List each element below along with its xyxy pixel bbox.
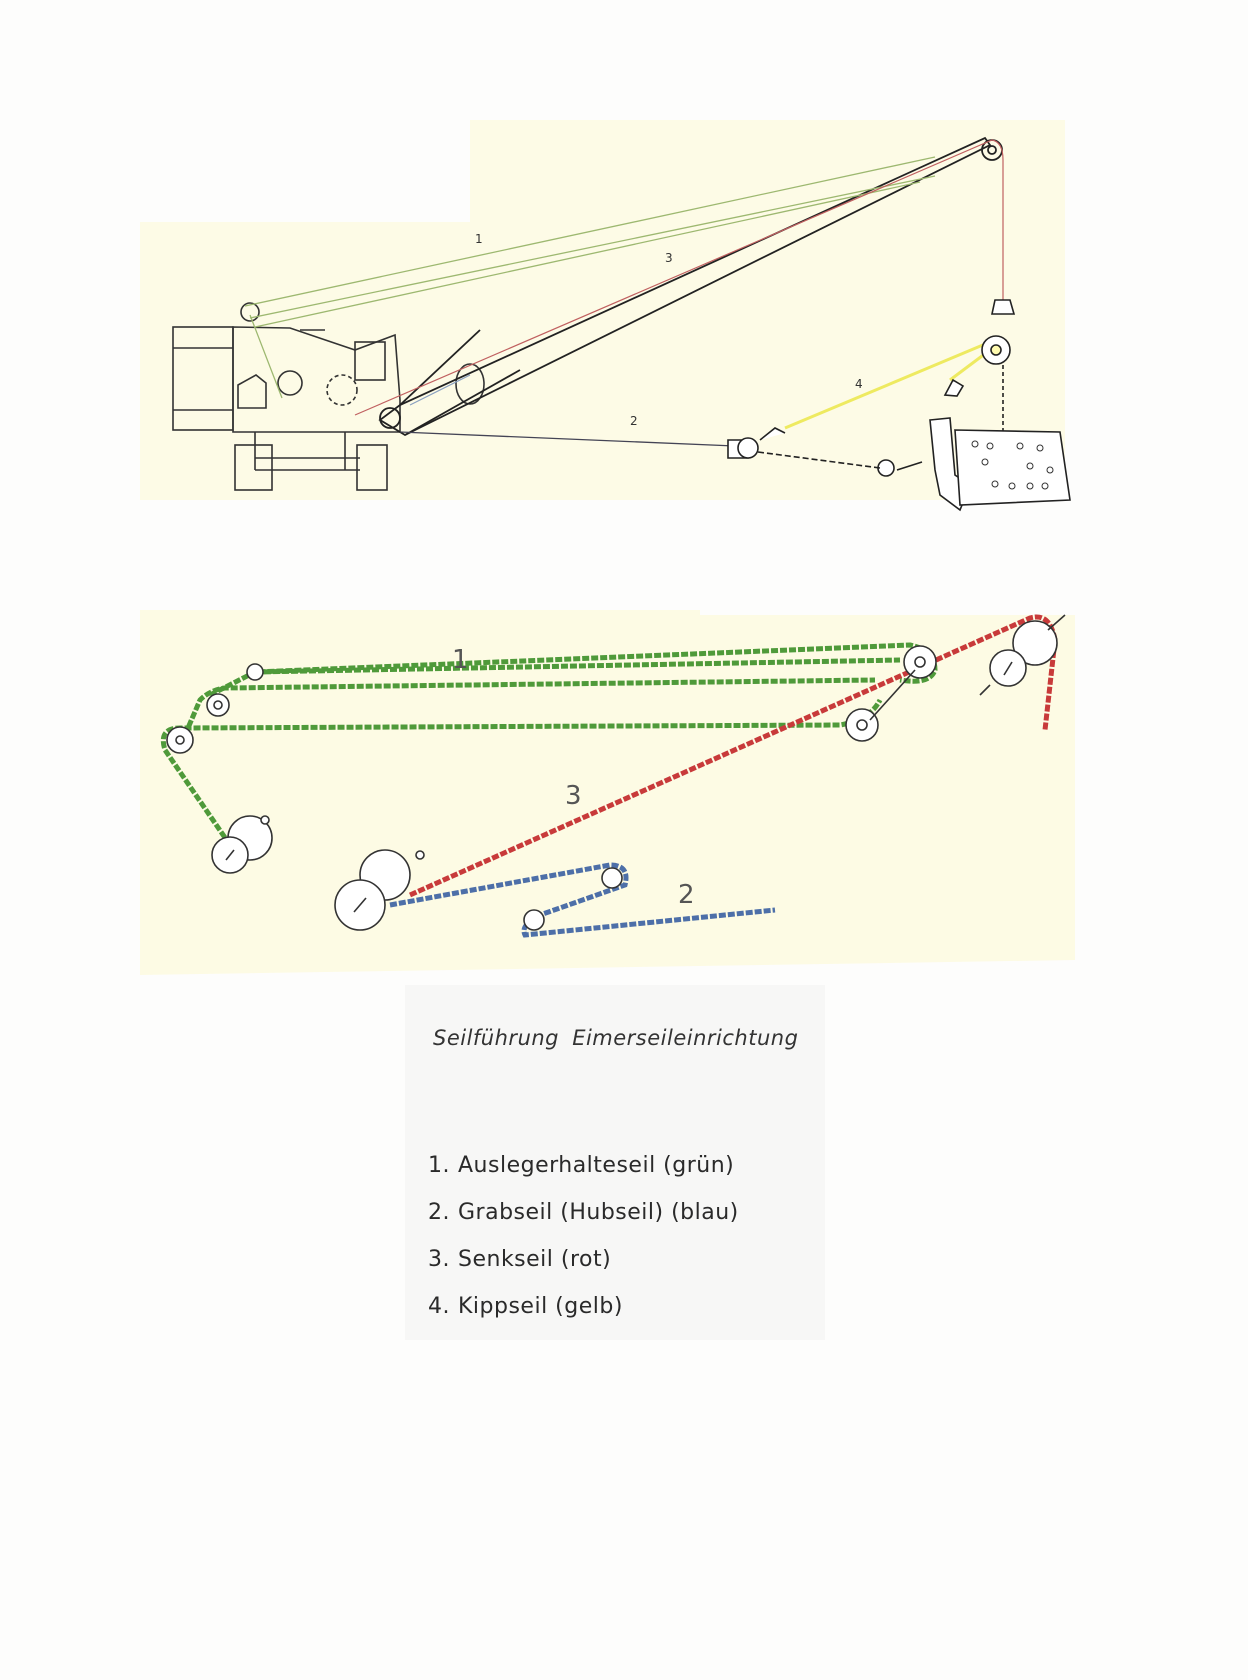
top-label-1: 1 <box>475 232 483 246</box>
top-label-2: 2 <box>630 414 638 428</box>
rope-4-tipping <box>784 340 991 430</box>
rope-2-digging <box>399 431 736 447</box>
bucket-holes <box>971 440 1054 490</box>
bottom-label-1: 1 <box>452 645 469 675</box>
legend-number: 3. <box>428 1247 450 1272</box>
legend-item: 3. Senkseil (rot) <box>428 1242 739 1289</box>
rope-1-boom-support <box>244 156 936 399</box>
dragline-bucket <box>727 299 1071 512</box>
rope-legend: 1. Auslegerhalteseil (grün) 2. Grabseil (H… <box>428 1148 739 1336</box>
legend-text: Senkseil (rot) <box>458 1247 612 1272</box>
rope-2-blue <box>389 862 776 938</box>
sheaves-and-drums <box>166 614 1066 931</box>
rope-3-lowering <box>354 139 1004 416</box>
diagram-background <box>140 120 1065 500</box>
legend-number: 2. <box>428 1200 450 1225</box>
crane-overview-diagram: 1 2 3 4 <box>140 120 1071 512</box>
bottom-label-2: 2 <box>678 880 695 910</box>
legend-text: Auslegerhalteseil (grün) <box>458 1153 735 1178</box>
legend-item: 1. Auslegerhalteseil (grün) <box>428 1148 739 1195</box>
legend-text: Grabseil (Hubseil) (blau) <box>458 1200 739 1225</box>
legend-background <box>405 985 825 1340</box>
legend-item: 4. Kippseil (gelb) <box>428 1289 739 1336</box>
figure-caption: Seilführung Eimerseileinrichtung <box>433 1026 799 1050</box>
legend-item: 2. Grabseil (Hubseil) (blau) <box>428 1195 739 1242</box>
top-label-3: 3 <box>665 251 673 265</box>
legend-text: Kippseil (gelb) <box>458 1294 623 1319</box>
top-label-4: 4 <box>855 377 863 391</box>
legend-number: 1. <box>428 1153 450 1178</box>
legend-number: 4. <box>428 1294 450 1319</box>
bottom-label-3: 3 <box>565 781 582 811</box>
crane-body <box>172 302 485 491</box>
rope-routing-diagram: 1 2 3 <box>140 610 1075 975</box>
